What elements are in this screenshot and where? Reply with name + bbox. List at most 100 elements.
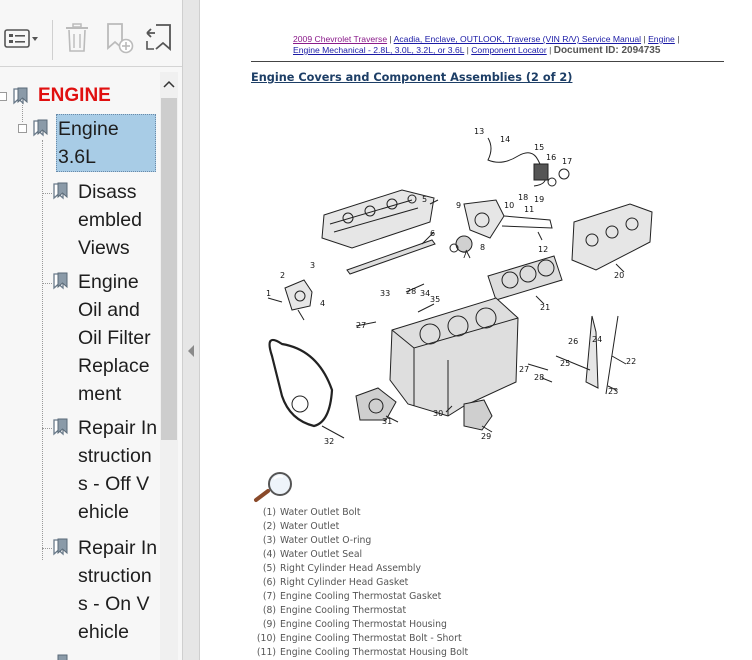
legend-item: (7) Engine Cooling Thermostat Gasket — [252, 590, 468, 604]
bookmark-engine-3-6l[interactable]: Engine 3.6L — [18, 114, 158, 172]
callout-number: 28 — [406, 287, 416, 296]
callout-number: 27 — [519, 365, 529, 374]
breadcrumb-link-engine[interactable]: Engine — [648, 34, 675, 44]
options-menu-button[interactable] — [2, 18, 42, 58]
callout-number: 32 — [324, 437, 334, 446]
breadcrumb-separator: | — [466, 45, 469, 55]
legend-number: (6) — [262, 577, 276, 588]
callout-number: 21 — [540, 303, 550, 312]
new-bookmark-icon — [107, 23, 134, 54]
bookmark-icon — [53, 182, 68, 200]
breadcrumb-separator: | — [643, 34, 646, 44]
legend-item: (3) Water Outlet O-ring — [252, 534, 468, 548]
legend-item: (8) Engine Cooling Thermostat — [252, 604, 468, 618]
legend-label: Right Cylinder Head Assembly — [280, 563, 421, 574]
legend-number: (1) — [262, 507, 276, 518]
scroll-up-icon[interactable] — [163, 80, 175, 88]
bookmark-icon — [13, 87, 28, 105]
delete-bookmark-button[interactable] — [60, 18, 94, 58]
bookmarks-scrollbar[interactable] — [160, 72, 178, 660]
bookmark-icon — [53, 418, 68, 436]
callout-number: 5 — [422, 195, 427, 204]
legend-item: (9) Engine Cooling Thermostat Housing — [252, 618, 468, 632]
legend-label: Engine Cooling Thermostat Bolt - Short — [280, 633, 462, 644]
pane-splitter[interactable] — [182, 0, 200, 660]
legend-number: (9) — [262, 619, 276, 630]
header-rule — [251, 61, 724, 62]
callout-number: 7 — [462, 251, 467, 260]
bookmark-repair-off-vehicle[interactable]: Repair Instructions - Off Vehicle — [50, 414, 160, 529]
bookmarks-toolbar — [0, 0, 182, 67]
collapse-pane-icon[interactable] — [187, 345, 195, 357]
legend-number: (11) — [256, 647, 276, 658]
breadcrumb-separator: | — [549, 45, 552, 55]
callout-number: 33 — [380, 289, 390, 298]
callout-number: 2 — [280, 271, 285, 280]
legend-label: Engine Cooling Thermostat — [280, 605, 407, 616]
legend-item: (4) Water Outlet Seal — [252, 548, 468, 562]
callout-number: 34 — [420, 289, 430, 298]
bookmark-disassembled-views[interactable]: Disassembled Views — [50, 178, 160, 264]
breadcrumb-separator: | — [677, 34, 680, 44]
legend-label: Engine Cooling Thermostat Housing — [280, 619, 447, 630]
callout-number: 6 — [430, 229, 435, 238]
callout-number: 35 — [430, 295, 440, 304]
bookmark-engine-oil-filter[interactable]: Engine Oil and Oil Filter Replacement — [50, 268, 160, 413]
legend-number: (4) — [262, 549, 276, 560]
legend-number: (8) — [262, 605, 276, 616]
legend-item: (5) Right Cylinder Head Assembly — [252, 562, 468, 576]
legend-label: Water Outlet O-ring — [280, 535, 372, 546]
bookmark-repair-on-vehicle[interactable]: Repair Instructions - On Vehicle — [50, 534, 160, 649]
callout-number: 18 — [518, 193, 528, 202]
callout-number: 10 — [504, 201, 514, 210]
legend-item: (10)Engine Cooling Thermostat Bolt - Sho… — [252, 632, 468, 646]
scroll-thumb[interactable] — [161, 98, 177, 440]
legend-label: Water Outlet Bolt — [280, 507, 361, 518]
bookmark-label: Engine 3.6L — [58, 118, 119, 168]
callout-number: 14 — [500, 135, 510, 144]
callout-number: 9 — [456, 201, 461, 210]
legend-number: (3) — [262, 535, 276, 546]
legend-item: (1) Water Outlet Bolt — [252, 506, 468, 520]
callout-number: 1 — [266, 289, 271, 298]
legend-label: Engine Cooling Thermostat Gasket — [280, 591, 442, 602]
callout-number: 31 — [382, 417, 392, 426]
callout-number: 24 — [592, 335, 602, 344]
callout-number: 28 — [534, 373, 544, 382]
bookmark-label: ENGINE — [38, 85, 111, 106]
breadcrumb-link-component-locator[interactable]: Component Locator — [471, 45, 547, 55]
options-menu-icon — [4, 29, 38, 48]
legend-number: (5) — [262, 563, 276, 574]
collapse-icon[interactable] — [0, 92, 7, 101]
breadcrumb-link-manual[interactable]: Acadia, Enclave, OUTLOOK, Traverse (VIN … — [393, 34, 642, 44]
breadcrumb: 2009 Chevrolet Traverse | Acadia, Enclav… — [293, 34, 688, 56]
bookmark-label: Repair Instructions - On Vehicle — [78, 537, 158, 643]
bookmark-engine[interactable]: ENGINE — [0, 82, 160, 112]
magnifier-icon[interactable] — [252, 470, 296, 504]
legend-number: (2) — [262, 521, 276, 532]
callout-number: 22 — [626, 357, 636, 366]
callout-number: 17 — [562, 157, 572, 166]
legend-number: (7) — [262, 591, 276, 602]
legend-label: Water Outlet Seal — [280, 549, 363, 560]
new-bookmark-button[interactable] — [102, 18, 136, 58]
callout-number: 8 — [480, 243, 485, 252]
bookmark-icon — [53, 272, 68, 290]
bookmark-label: Repair Instructions - Off Vehicle — [78, 417, 158, 523]
callout-number: 27 — [356, 321, 366, 330]
callout-number: 25 — [560, 359, 570, 368]
expand-bookmark-button[interactable] — [142, 18, 176, 58]
callout-number: 12 — [538, 245, 548, 254]
bookmark-label: Disassembled Views — [78, 181, 142, 259]
collapse-icon[interactable] — [18, 124, 27, 133]
callout-number: 30 — [433, 409, 443, 418]
callout-number: 11 — [524, 205, 534, 214]
selection-highlight — [56, 114, 156, 172]
bookmark-tree: ENGINE Engine 3.6L Disassembled Views — [0, 70, 160, 660]
breadcrumb-link-vehicle[interactable]: 2009 Chevrolet Traverse — [293, 34, 388, 44]
legend-label: Water Outlet — [280, 521, 340, 532]
expand-bookmark-icon — [146, 24, 171, 51]
bookmark-icon — [53, 538, 68, 556]
bookmark-icon — [33, 119, 48, 137]
breadcrumb-link-engine-mechanical[interactable]: Engine Mechanical - 2.8L, 3.0L, 3.2L, or… — [293, 45, 465, 55]
